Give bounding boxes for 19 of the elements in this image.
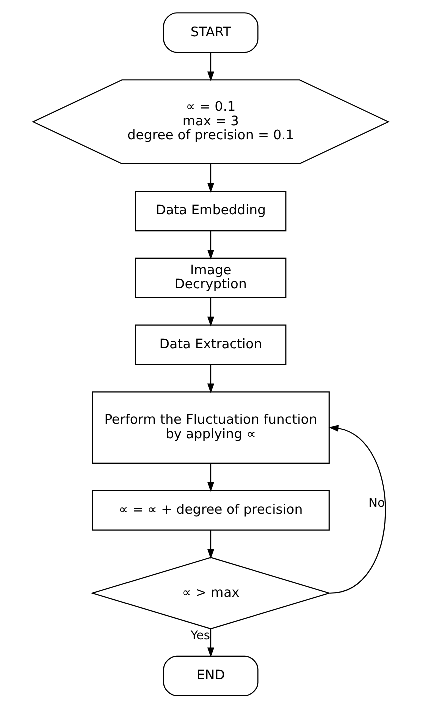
arrow	[208, 530, 214, 560]
node-diamond: ∝ > max	[90, 557, 332, 630]
arrow	[208, 164, 214, 193]
edge-label: Yes	[190, 628, 210, 642]
arrow	[208, 52, 214, 82]
arrow	[208, 364, 214, 394]
node-box: ∝ = ∝ + degree of precision	[92, 490, 330, 531]
edge-label: No	[368, 496, 386, 510]
node-box: START	[163, 12, 259, 54]
arrow	[328, 425, 386, 594]
arrow	[208, 464, 214, 492]
arrow	[208, 629, 214, 658]
arrow	[208, 231, 214, 260]
node-box: END	[163, 656, 259, 696]
node-box: Data Embedding	[135, 191, 287, 232]
node-box: Data Extraction	[135, 324, 287, 366]
arrow	[208, 298, 214, 327]
node-box: Perform the Fluctuation function by applying ∝	[92, 392, 330, 464]
node-box: Image Decryption	[135, 258, 287, 298]
